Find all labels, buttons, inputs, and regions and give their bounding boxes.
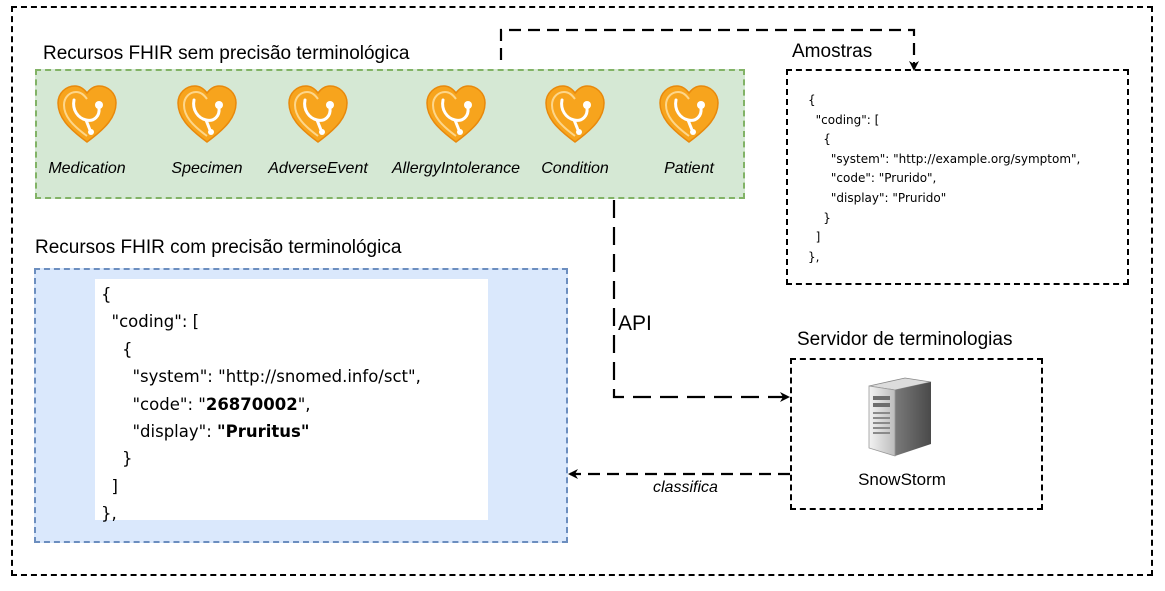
samples-panel: { "coding": [ { "system": "http://exampl… <box>786 69 1129 285</box>
api-edge-label: API <box>618 312 652 335</box>
code-line: "system": <box>101 367 219 387</box>
samples-code-line: }, <box>808 249 820 264</box>
fhir-resources-imprecise-group <box>35 69 745 199</box>
samples-code-line: ] <box>808 230 821 245</box>
samples-code-line: "coding": [ <box>808 112 880 127</box>
outer-boundary <box>11 6 1153 576</box>
resource-label: AllergyIntolerance <box>391 160 521 177</box>
resource-item <box>287 84 349 151</box>
code-line: { <box>101 285 112 304</box>
server-name: SnowStorm <box>858 470 946 489</box>
resource-item <box>176 84 238 151</box>
fhir-heart-stethoscope-icon <box>659 85 719 143</box>
code-line: { <box>101 339 133 359</box>
system-value: "http://snomed.info/sct", <box>218 367 421 387</box>
terminology-server-panel: SnowStorm <box>790 358 1043 510</box>
fhir-heart-stethoscope-icon <box>288 85 348 143</box>
fhir-heart-stethoscope-icon <box>426 85 486 143</box>
code-line: "display": <box>101 422 218 442</box>
samples-code-block: { "coding": [ { "system": "http://exampl… <box>808 91 1080 267</box>
resource-item <box>544 84 606 151</box>
samples-code-line: "display": "Prurido" <box>808 190 947 205</box>
server-title: Servidor de terminologias <box>797 329 1013 350</box>
resource-label: Patient <box>664 160 714 177</box>
precise-code-block: { "coding": [ { "system": "http://snomed… <box>101 281 421 528</box>
resource-label: Specimen <box>171 160 243 177</box>
samples-code-line: { <box>808 93 816 107</box>
samples-title: Amostras <box>792 41 873 62</box>
resource-item <box>658 84 720 151</box>
code-line: } <box>101 449 133 469</box>
samples-code-line: } <box>808 210 831 225</box>
fhir-heart-stethoscope-icon <box>545 85 605 143</box>
server-tower-icon <box>868 377 932 457</box>
resource-label: Medication <box>48 160 126 177</box>
code-line: "coding": [ <box>101 312 200 332</box>
resource-label: Condition <box>541 160 609 177</box>
blue-group-title: Recursos FHIR com precisão terminológica <box>35 237 402 258</box>
classify-edge-label: classifica <box>653 479 718 496</box>
precise-code-panel: { "coding": [ { "system": "http://snomed… <box>95 279 488 523</box>
snomed-display-value: "Pruritus" <box>217 422 310 442</box>
fhir-heart-stethoscope-icon <box>57 85 117 143</box>
code-line: }, <box>101 504 117 524</box>
samples-code-line: { <box>808 132 831 147</box>
resource-label: AdverseEvent <box>268 160 368 177</box>
fhir-heart-stethoscope-icon <box>177 85 237 143</box>
code-line: "code": " <box>101 394 206 414</box>
samples-code-line: "code": "Prurido", <box>808 171 937 186</box>
snomed-code-value: 26870002 <box>205 394 298 414</box>
code-line: ] <box>101 476 118 496</box>
green-group-title: Recursos FHIR sem precisão terminológica <box>43 43 410 64</box>
samples-code-line: "system": "http://example.org/symptom", <box>808 151 1081 166</box>
resource-item <box>425 84 487 151</box>
resource-item <box>56 84 118 151</box>
code-line: ", <box>297 394 311 414</box>
